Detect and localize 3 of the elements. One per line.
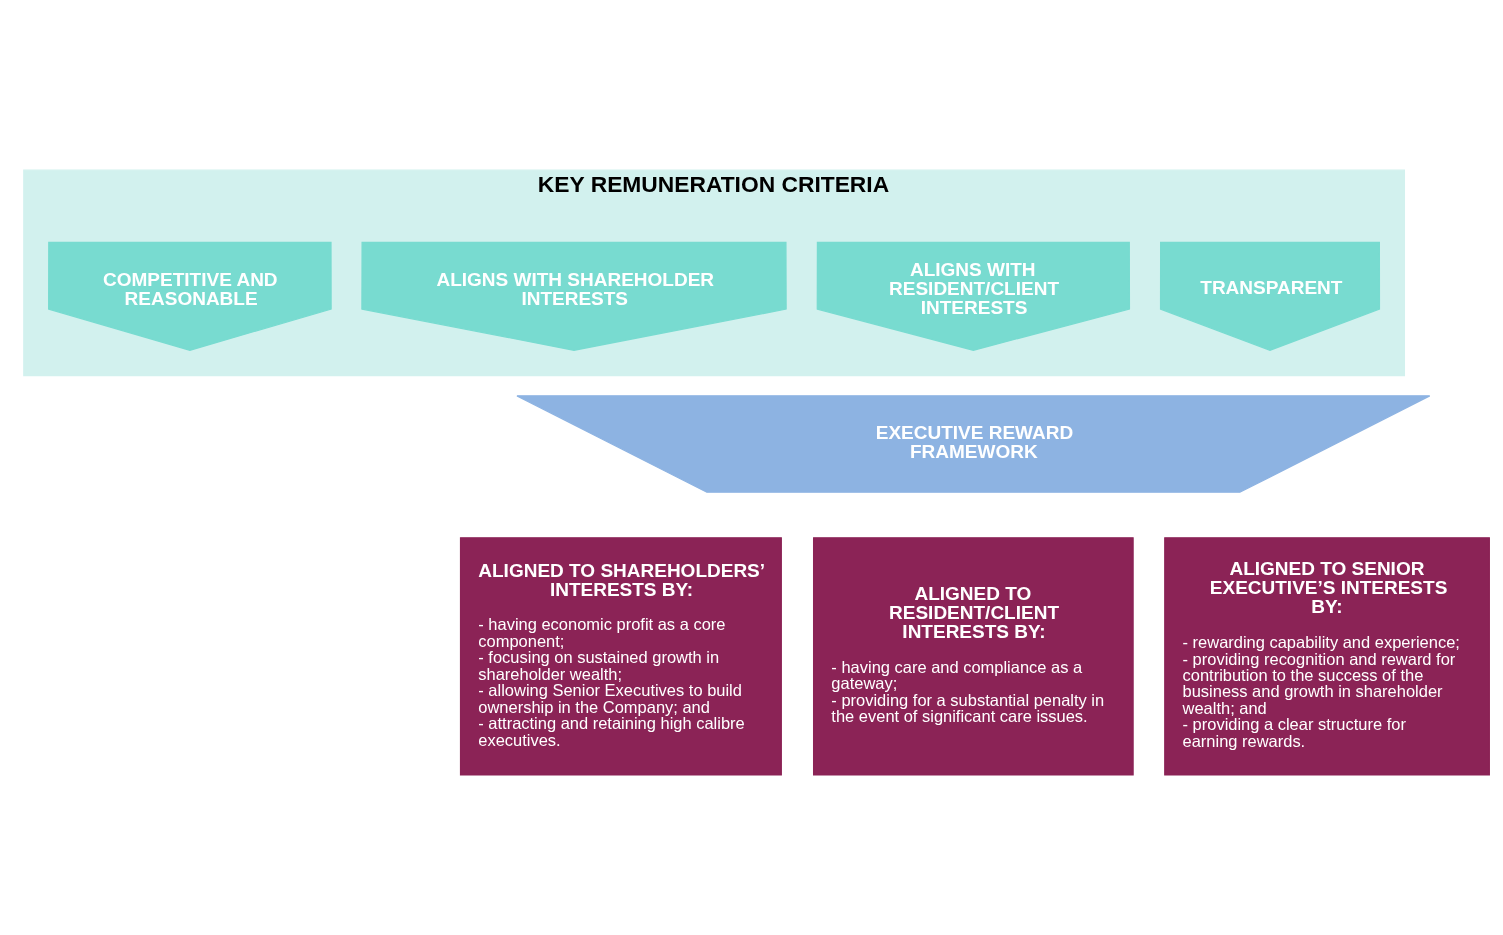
node-box: ALIGNED TO RESIDENT/CLIENT INTERESTS BY: - having care and compliance as a gateway; - providing for a substantial penalty in the event of significant care issues. [813, 537, 1134, 776]
node-box: ALIGNED TO SENIOR EXECUTIVE’S INTERESTS BY: - rewarding capability and experience; - providing recognition and reward for contribution to the success of the business and growth in shareholder wealth; and - providing a clear structure for earning rewards. [1164, 537, 1490, 776]
node-box: ALIGNED TO SHAREHOLDERS’ INTERESTS BY: - having economic profit as a core component; - focusing on sustained growth in shareholder wealth; - allowing Senior Executives to build ownership in the Company; and - attracting and retaining high calibre executives. [459, 537, 782, 776]
